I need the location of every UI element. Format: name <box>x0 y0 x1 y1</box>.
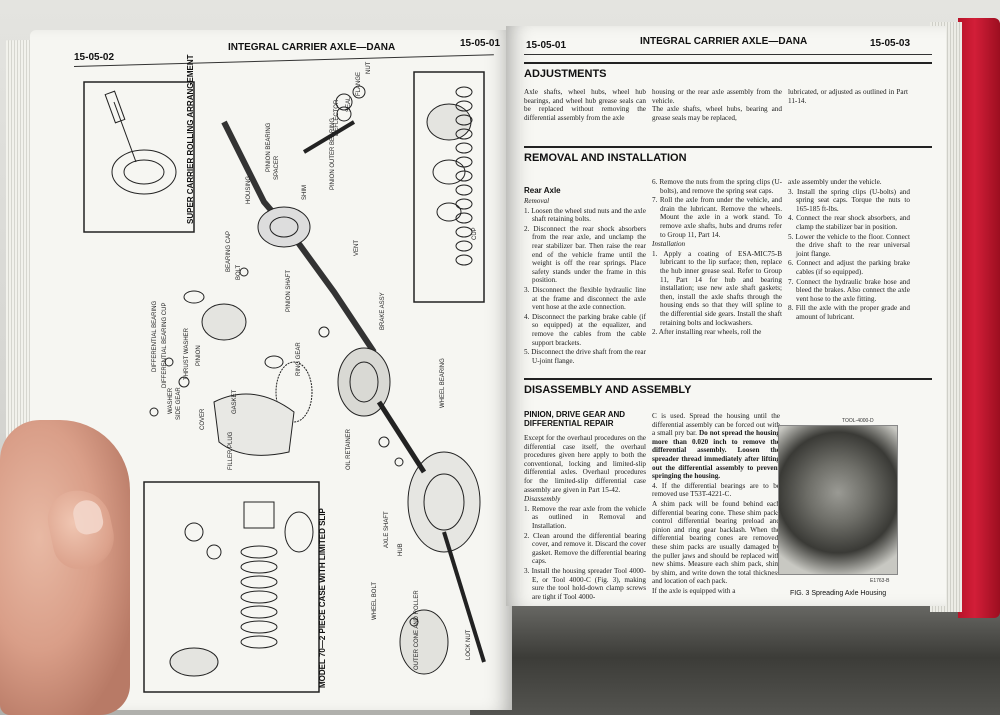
label-model-70: MODEL 70—2 PIECE CASE WITH LIMITED SLIP <box>318 508 327 688</box>
install-step-2: 2. After installing rear wheels, roll th… <box>652 328 762 337</box>
install-col3-lead: axle assembly under the vehicle. <box>788 178 882 186</box>
label-pinion-bearing: PINION BEARING <box>266 122 272 172</box>
disassembly-label: Disassembly <box>524 495 561 504</box>
label-washer: WASHER <box>168 387 174 414</box>
label-hub: HUB <box>398 543 404 556</box>
label-oil-retainer: OIL RETAINER <box>346 428 352 470</box>
label-seal: SEAL <box>346 96 352 112</box>
label-ring-gear: RING GEAR <box>296 342 302 376</box>
label-bearing-cap: BEARING CAP <box>226 230 232 272</box>
label-wheel-bolt: WHEEL BOLT <box>372 581 378 620</box>
disassembly-col1: Except for the overhaul procedures on th… <box>524 434 646 602</box>
label-shim: SHIM <box>302 185 308 200</box>
disassembly-col2-p2: A shim pack will be found behind each di… <box>652 499 780 586</box>
removal-col3: axle assembly under the vehicle. 3. Inst… <box>788 178 910 323</box>
removal-label: Removal <box>524 197 550 205</box>
install-step-3: 3. Install the spring clips (U-bolts) an… <box>788 187 910 213</box>
removal-col1: Removal 1. Loosen the wheel stud nuts an… <box>524 197 646 366</box>
removal-heading: REMOVAL AND INSTALLATION <box>524 146 932 164</box>
label-axle-shaft: AXLE SHAFT <box>384 511 390 548</box>
disassembly-step-1: 1. Remove the rear axle from the vehicle… <box>524 504 646 530</box>
label-pinion: PINION <box>196 345 202 366</box>
pinion-subheading: PINION, DRIVE GEAR AND DIFFERENTIAL REPA… <box>524 410 626 428</box>
removal-col2: 6. Remove the nuts from the spring clips… <box>652 178 782 338</box>
figure-code: E1763-B <box>870 578 890 584</box>
label-gasket: GASKET <box>232 389 238 414</box>
label-thrust-washer: THRUST WASHER <box>184 327 190 380</box>
disassembly-col2-p3: If the axle is equipped with a <box>652 586 736 595</box>
installation-label: Installation <box>652 240 686 249</box>
rear-axle-subheading: Rear Axle <box>524 186 561 195</box>
label-housing: HOUSING <box>246 175 252 204</box>
label-lock-nut: LOCK NUT <box>466 629 472 660</box>
disassembly-intro: Except for the overhaul procedures on th… <box>524 434 646 494</box>
label-pinion-outer-bearing: PINION OUTER BEARING <box>330 117 336 190</box>
limited-slip-box <box>143 481 320 693</box>
right-running-head: INTEGRAL CARRIER AXLE—DANA <box>640 36 808 47</box>
removal-step-3: 3. Disconnect the flexible hydraulic lin… <box>524 285 646 312</box>
label-brake-assy: BRAKE ASSY <box>380 292 386 330</box>
disassembly-heading: DISASSEMBLY AND ASSEMBLY <box>524 378 932 396</box>
left-page-number: 15-05-02 <box>74 52 115 63</box>
label-bolt: BOLT <box>236 264 242 280</box>
dark-surface <box>470 600 1000 715</box>
hand <box>0 420 130 715</box>
adjustments-col2: housing or the rear axle assembly from t… <box>652 88 782 122</box>
removal-step-1: 1. Loosen the wheel stud nuts and the ax… <box>524 206 646 224</box>
label-nut: NUT <box>366 61 372 74</box>
right-page-number: 15-05-03 <box>870 38 911 49</box>
label-filler-plug: FILLER PLUG <box>228 431 234 470</box>
disassembly-warning: Do not spread the housing more than 0.02… <box>652 429 780 481</box>
label-spacer: SPACER <box>274 155 280 180</box>
disassembly-step-2: 2. Clean around the differential bearing… <box>524 531 646 566</box>
label-pinion-shaft: PINION SHAFT <box>286 269 292 312</box>
label-wheel-bearing: WHEEL BEARING <box>440 358 446 408</box>
disassembly-col2-p1: C is used. Spread the housing until the … <box>652 412 780 438</box>
removal-step-4: 4. Disconnect the parking brake cable (i… <box>524 312 646 347</box>
removal-step-2: 2. Disconnect the rear shock absorbers f… <box>524 224 646 285</box>
exploded-axle-diagram <box>83 71 486 693</box>
adjustments-col3: lubricated, or adjusted as outlined in P… <box>788 88 908 105</box>
install-step-7: 7. Connect the hydraulic brake hose and … <box>788 277 910 303</box>
disassembly-step-4: 4. If the differential bearings are to b… <box>652 481 780 499</box>
disassembly-col2: C is used. Spread the housing until the … <box>652 412 780 596</box>
install-step-1: 1. Apply a coating of ESA-MIC75-B lubric… <box>652 249 782 327</box>
removal-step-7: 7. Roll the axle from under the vehicle,… <box>652 196 782 239</box>
install-step-5: 5. Lower the vehicle to the floor. Conne… <box>788 232 910 258</box>
bearing-detail-box <box>413 71 485 303</box>
label-vent: VENT <box>354 239 360 256</box>
book-cover <box>958 18 1000 618</box>
removal-step-6: 6. Remove the nuts from the spring clips… <box>652 178 782 195</box>
figure-tool-label: TOOL-4000-D <box>842 418 874 424</box>
label-cover: COVER <box>200 408 206 430</box>
label-side-gear: SIDE GEAR <box>176 387 182 420</box>
spreading-axle-housing-photo <box>778 425 898 575</box>
label-rolling-arrangement: SUPER CARRIER ROLLING ARRANGEMENT <box>186 54 195 224</box>
adjustments-col1: Axle shafts, wheel hubs, wheel hub beari… <box>524 88 646 122</box>
label-diff-bearing: DIFFERENTIAL BEARING <box>152 300 158 372</box>
adjustments-heading: ADJUSTMENTS <box>524 62 932 80</box>
left-facing-page-number: 15-05-01 <box>460 38 501 49</box>
install-step-8: 8. Fill the axle with the proper grade a… <box>788 304 910 321</box>
rolling-arrangement-box <box>83 81 195 233</box>
label-diff-bearing-cup: DIFFERENTIAL BEARING CUP <box>162 302 168 388</box>
left-running-head: INTEGRAL CARRIER AXLE—DANA <box>228 42 396 53</box>
right-page-left-number: 15-05-01 <box>526 40 567 51</box>
figure-caption: FIG. 3 Spreading Axle Housing <box>790 590 887 597</box>
label-flange: FLANGE <box>356 71 362 96</box>
install-step-4: 4. Connect the rear shock absorbers, and… <box>788 214 910 231</box>
label-outer-cone: OUTER CONE AND ROLLER <box>414 590 420 670</box>
label-cup: CUP <box>472 227 478 240</box>
right-header-rule <box>524 54 932 55</box>
removal-step-5: 5. Disconnect the drive shaft from the r… <box>524 348 646 365</box>
disassembly-step-3: 3. Install the housing spreader Tool 400… <box>524 566 646 601</box>
install-step-6: 6. Connect and adjust the parking brake … <box>788 259 910 276</box>
